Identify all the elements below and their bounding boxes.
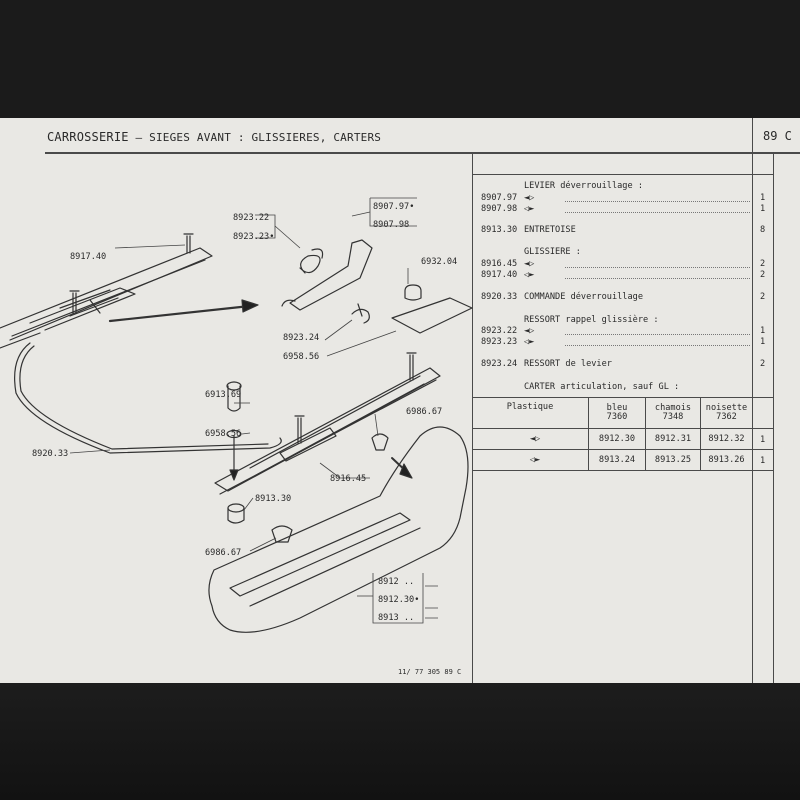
label-8912: 8912 .. <box>378 577 414 587</box>
list-item-desc: ◁► <box>524 204 535 214</box>
label-8907-98: 8907.98 <box>373 220 409 230</box>
list-item-ref: 8917.40 <box>481 270 518 280</box>
dot-leader <box>565 212 750 213</box>
table-cell: 8913.24 <box>598 455 636 465</box>
clip-6986b <box>271 525 293 543</box>
list-item-ref: 8923.23 <box>481 337 518 347</box>
lower-rail <box>214 367 441 492</box>
list-item-qty: 1 <box>760 326 766 336</box>
cover-carter <box>208 426 469 633</box>
list-item-qty: 1 <box>760 204 766 214</box>
table-cell: 8912.32 <box>708 434 745 444</box>
page-number: 89 C <box>763 129 792 143</box>
list-item-ref: 8907.97 <box>481 193 518 203</box>
label-8913-30: 8913.30 <box>255 494 291 504</box>
list-item-qty: 2 <box>760 259 766 269</box>
table-cell: 8913.26 <box>708 455 745 465</box>
qty-divider <box>752 153 753 683</box>
catalog-page: CARROSSERIE – SIEGES AVANT : GLISSIERES,… <box>0 118 800 683</box>
row-side-symbol: ◄▷ <box>529 434 541 444</box>
table-cell: 8912.30 <box>598 434 636 444</box>
spring-8923 <box>299 248 324 274</box>
label-8907-97: 8907.97• <box>373 202 414 212</box>
label-8916-45: 8916.45 <box>330 474 366 484</box>
list-item-qty: 1 <box>760 193 766 203</box>
list-item-qty: 2 <box>760 270 766 280</box>
label-6958-56-lower: 6958.56 <box>205 429 241 439</box>
leader-lines <box>69 197 438 624</box>
label-8923-24: 8923.24 <box>283 333 319 343</box>
label-8913: 8913 .. <box>378 613 414 623</box>
dot-leader <box>565 267 750 268</box>
list-item: LEVIER déverrouillage : <box>524 181 643 191</box>
section-subtitle: – SIEGES AVANT : GLISSIERES, CARTERS <box>135 131 382 144</box>
dot-leader <box>565 278 750 279</box>
list-item-desc: COMMANDE déverrouillage <box>524 292 643 302</box>
row-side-symbol: ◁► <box>529 455 541 465</box>
label-8923-23: 8923.23• <box>233 232 274 242</box>
exploded-diagram: 8923.22 8923.23• 8907.97• 8907.98 8917.4… <box>0 197 473 633</box>
header-divider <box>752 118 753 153</box>
spring-8923-24 <box>351 303 370 324</box>
list-item-desc: ENTRETOISE <box>524 225 576 235</box>
page-header: CARROSSERIE – SIEGES AVANT : GLISSIERES,… <box>47 130 381 144</box>
release-bar <box>14 342 282 454</box>
column-divider <box>472 153 473 683</box>
table-row-header: Plastique <box>506 402 554 412</box>
dot-leader <box>565 334 750 335</box>
table-cell: 8913.25 <box>654 455 692 465</box>
list-item-desc: ◄▷ <box>524 259 535 269</box>
table-row-qty: 1 <box>760 435 766 445</box>
label-6986-67-lower: 6986.67 <box>205 548 241 558</box>
footer-reference: 11/ 77 305 89 C <box>398 668 462 676</box>
list-header-rule <box>472 174 774 175</box>
list-item-desc: ◄▷ <box>524 193 535 203</box>
label-8912-30: 8912.30• <box>378 595 419 605</box>
table-row-qty: 1 <box>760 456 766 466</box>
list-item: RESSORT rappel glissière : <box>524 315 659 325</box>
scanner-background <box>0 683 800 800</box>
list-item-qty: 1 <box>760 337 766 347</box>
list-item-qty: 2 <box>760 359 766 369</box>
list-item-ref: 8916.45 <box>481 259 518 269</box>
right-edge-rule <box>773 153 774 683</box>
label-6932-04: 6932.04 <box>421 257 457 267</box>
lever-8907 <box>289 239 373 311</box>
list-item-desc: ◄▷ <box>524 326 535 336</box>
label-6913-69: 6913.69 <box>205 390 241 400</box>
dot-leader <box>565 201 750 202</box>
label-8920-33: 8920.33 <box>32 449 68 459</box>
list-item: GLISSIERE : <box>524 247 581 257</box>
list-item-qty: 2 <box>760 292 766 302</box>
upper-rail <box>0 247 213 341</box>
list-item-ref: 8913.30 <box>481 225 518 235</box>
list-item-ref: 8920.33 <box>481 292 518 302</box>
list-item-desc: RESSORT de levier <box>524 359 612 369</box>
label-8917-40: 8917.40 <box>70 252 106 262</box>
list-item-ref: 8907.98 <box>481 204 518 214</box>
list-item-ref: 8923.24 <box>481 359 518 369</box>
list-item-desc: ◁► <box>524 270 535 280</box>
bush-6932 <box>404 284 422 301</box>
clip-6986a <box>371 433 389 451</box>
dot-leader <box>565 345 750 346</box>
list-item: CARTER articulation, sauf GL : <box>524 382 680 392</box>
label-8923-22: 8923.22 <box>233 213 269 223</box>
list-item-desc: ◁► <box>524 337 535 347</box>
label-6958-56-upper: 6958.56 <box>283 352 319 362</box>
spacer-8913 <box>227 507 245 524</box>
list-item-qty: 8 <box>760 225 766 235</box>
list-item-ref: 8923.22 <box>481 326 518 336</box>
section-title: CARROSSERIE <box>47 130 129 144</box>
label-6986-67-upper: 6986.67 <box>406 407 442 417</box>
table-cell: 8912.31 <box>654 434 692 444</box>
bolt-6913 <box>227 385 241 412</box>
header-rule <box>45 152 800 154</box>
